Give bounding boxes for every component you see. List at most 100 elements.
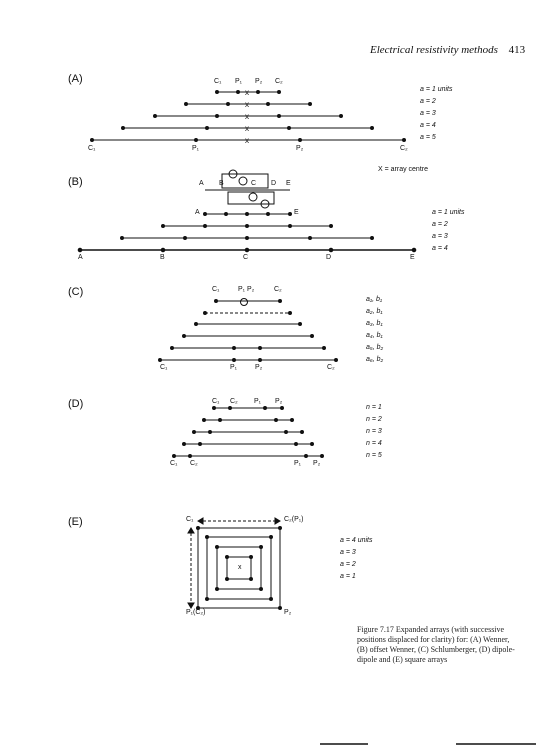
panel-d-bottom-c2: C₂ [190,460,198,467]
svg-text:x: x [245,100,249,109]
panel-d-spacing-4: n = 4 [366,440,382,447]
panel-e-square-3 [206,536,272,600]
panel-a-bottom-c2: C₂ [400,145,408,152]
panel-e-corner-c2p1: C₂(P₁) [284,516,304,523]
panel-e-square-4 [197,527,281,609]
panel-b-top-d: D [271,180,277,187]
panel-e-spacing-2: a = 3 [340,549,356,556]
svg-text:x: x [245,136,249,145]
panel-b-spacing-1: a = 1 units [432,209,465,216]
running-header: Electrical resistivity methods 413 [370,44,525,56]
panel-b-bottom-e: E [410,254,415,261]
panel-d-bottom-p2: P₂ [313,460,321,467]
panel-c-electrodes [158,299,338,362]
panel-a-top-p1: P₁ [235,78,243,85]
panel-c-meter [240,298,248,306]
caption-text: Expanded arrays (with successive positio… [357,625,515,664]
panel-e-corner-p1c2: P₁(C₂) [186,609,206,616]
panel-e-label: (E) [68,516,83,528]
panel-d-top-p1: P₁ [254,398,262,405]
panel-b-switch-box-1 [221,173,269,189]
panel-c-spacing-1: a₁, b₁ [366,296,383,303]
panel-e-squares [190,520,281,609]
panel-d-electrodes [172,406,324,458]
panel-a-spacing-5: a = 5 [420,134,436,141]
svg-text:x: x [245,112,249,121]
figure-caption: Figure 7.17 Expanded arrays (with succes… [357,625,517,665]
panel-e-centre: x [238,564,242,571]
panel-b-electrodes [77,212,417,253]
panel-b-meter-2 [238,176,248,186]
panel-e-corner-p2: P₂ [284,609,292,616]
panel-c-label: (C) [68,286,84,298]
panel-a-bottom-c1: C₁ [88,145,96,152]
panel-d-top-p2: P₂ [275,398,283,405]
panel-c-spacing-6: a₆, b₂ [366,356,384,363]
panel-b-top-e: E [286,180,291,187]
panel-b-bottom-a: A [78,254,83,261]
panel-e-corner-c1: C₁ [186,516,194,523]
panel-b-bottom-b: B [160,254,165,261]
panel-c-lines [160,298,336,361]
svg-text:x: x [245,124,249,133]
panel-a-spacing-3: a = 3 [420,110,436,117]
panel-b-top-c: C [251,180,257,187]
panel-c-spacing-3: a₃, b₁ [366,320,383,327]
panel-c-top-c2: C₂ [274,286,282,293]
panel-d-bottom-c1: C₁ [170,460,178,467]
panel-d-spacing-3: n = 3 [366,428,382,435]
panel-a-spacing-2: a = 2 [420,98,436,105]
panel-c-bottom-p2: P₂ [255,364,263,371]
panel-e-arrowheads [187,517,281,609]
panel-b-spacing-3: a = 3 [432,233,448,240]
panel-a-spacing-1: a = 1 units [420,86,453,93]
panel-d-spacing-5: n = 5 [366,452,382,459]
panel-c-bottom-c1: C₁ [160,364,168,371]
panel-a-label: (A) [68,73,83,85]
panel-b-bottom-c: C [243,254,249,261]
panel-c-spacing-5: a₅, b₂ [366,344,384,351]
panel-e-square-1 [226,556,252,580]
panel-b-meter-4 [260,199,270,209]
panel-e-electrodes [196,526,282,610]
panel-b-mid-a: A [195,209,200,216]
panel-b-switch-box-2 [227,191,275,205]
panel-c-spacing-4: a₄, b₁ [366,332,383,339]
panel-a-electrodes [90,90,406,142]
page-number: 413 [508,44,526,56]
panel-c-spacing-2: a₂, b₁ [366,308,383,315]
panel-a-bottom-p2: P₂ [296,145,304,152]
panel-b-meter-1 [228,169,238,179]
header-title: Electrical resistivity methods [370,44,498,56]
panel-c-bottom-p1: P₁ [230,364,238,371]
panel-b-top-b: B [219,180,224,187]
panel-d-label: (D) [68,398,84,410]
panel-b-mid-e: E [294,209,299,216]
panel-b-spacing-2: a = 2 [432,221,448,228]
panel-b-label: (B) [68,176,83,188]
panel-d-spacing-2: n = 2 [366,416,382,423]
panel-a-top-c1: C₁ [214,78,222,85]
panel-d-lines [174,407,322,457]
panel-e-square-2 [216,546,262,590]
panel-c-top-p1p2: P₁ P₂ [238,286,255,293]
panel-e-spacing-3: a = 2 [340,561,356,568]
panel-a-spacing-4: a = 4 [420,122,436,129]
panel-d-spacing-1: n = 1 [366,404,382,411]
panel-c-top-c1: C₁ [212,286,220,293]
panel-a-top-p2: P₂ [255,78,263,85]
panel-d-top-c1: C₁ [212,398,220,405]
panel-d-top-c2: C₂ [230,398,238,405]
panel-c-bottom-c2: C₂ [327,364,335,371]
panel-b-top-a: A [199,180,204,187]
caption-figure-number: Figure 7.17 [357,625,394,634]
panel-e-spacing-4: a = 1 [340,573,356,580]
svg-text:x: x [245,88,249,97]
panel-d-bottom-p1: P₁ [294,460,302,467]
panel-a-bottom-p1: P₁ [192,145,200,152]
panel-b-legend: X = array centre [378,166,428,173]
panel-b-spacing-4: a = 4 [432,245,448,252]
panel-b-bottom-d: D [326,254,332,261]
